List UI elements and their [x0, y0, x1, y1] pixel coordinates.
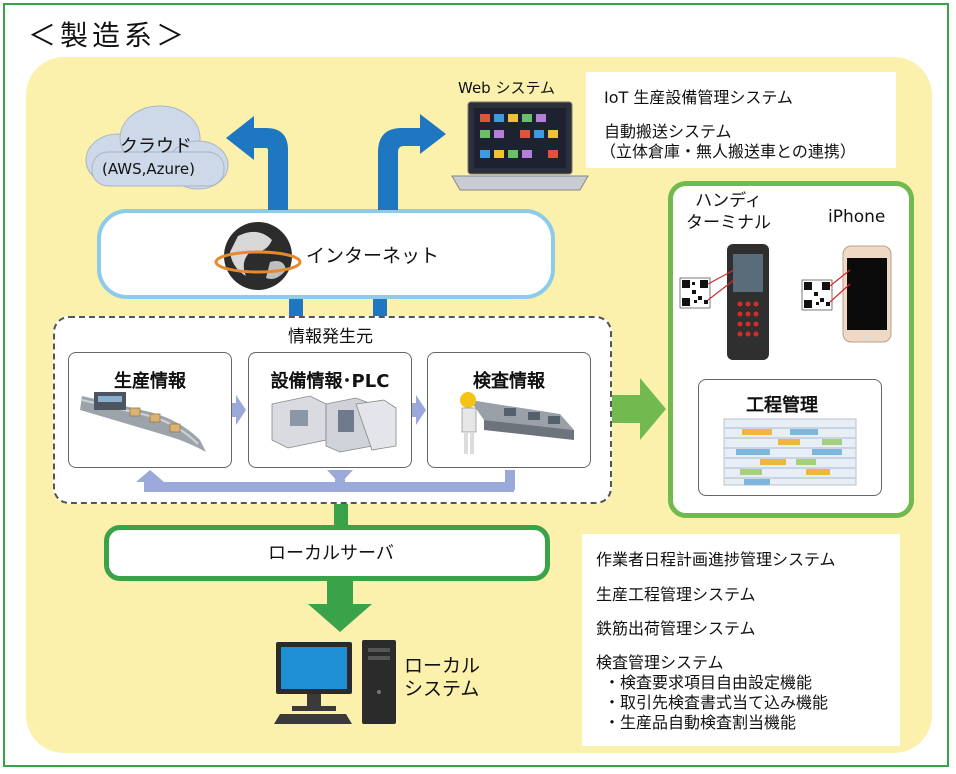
outer-frame: [3, 3, 949, 767]
web-system-label: Web システム: [458, 79, 556, 97]
internet-to-web-arrow: [378, 114, 446, 210]
source-to-server-stem: [334, 504, 348, 526]
inspection-info-label: 検査情報: [473, 371, 545, 392]
internet-to-cloud-arrow: [226, 116, 288, 210]
internet-bar: [97, 209, 555, 299]
iphone-icon: [842, 245, 892, 343]
system-subitem-2: ・取引先検査書式当て込み機能: [604, 693, 829, 712]
laptop-icon: [451, 101, 589, 191]
production-info-label: 生産情報: [114, 371, 186, 392]
qr-code-icon-right: [801, 269, 851, 311]
system-subitem-3: ・生産品自動検査割当機能: [604, 713, 797, 732]
source-to-internet-stem-right: [373, 299, 387, 316]
page-title: ＜製造系＞: [28, 19, 189, 52]
server-to-local-system-arrow: [308, 581, 372, 632]
inspection-illustration: [460, 392, 574, 454]
handy-terminal-icon: [727, 244, 769, 360]
iphone-label: iPhone: [828, 207, 886, 227]
local-system-label: ローカル システム: [404, 655, 481, 700]
iot-line-2: 自動搬送システム: [604, 122, 732, 141]
handy-terminal-label: ハンディ ターミナル: [686, 191, 771, 233]
machine-illustration: [271, 395, 397, 453]
iot-line-1: IoT 生産設備管理システム: [604, 88, 793, 107]
source-to-mobile-arrow: [612, 378, 666, 440]
equipment-info-label: 設備情報･PLC: [270, 371, 390, 392]
system-subitem-1: ・検査要求項目自由設定機能: [604, 673, 813, 692]
local-server-label: ローカルサーバ: [268, 543, 394, 564]
iot-line-3: （立体倉庫・無人搬送車との連携）: [600, 142, 856, 161]
globe-icon: [214, 222, 302, 290]
cloud-icon: [85, 105, 229, 190]
systems-list-box: 作業者日程計画進捗管理システム 生産工程管理システム 鉄筋出荷管理システム 検査…: [582, 534, 900, 746]
qr-code-icon-left: [679, 269, 735, 309]
process-mgmt-label: 工程管理: [746, 395, 818, 416]
internet-label: インターネット: [306, 245, 440, 267]
cloud-providers-label: (AWS,Azure): [102, 160, 195, 178]
feedback-arrows: [136, 470, 515, 492]
system-item-1: 作業者日程計画進捗管理システム: [596, 550, 836, 569]
iot-system-box: IoT 生産設備管理システム 自動搬送システム （立体倉庫・無人搬送車との連携）: [586, 72, 896, 168]
system-item-3: 鉄筋出荷管理システム: [596, 619, 756, 638]
local-server-bar: [104, 525, 550, 581]
cloud-label: クラウド: [120, 136, 192, 157]
system-item-4: 検査管理システム: [596, 653, 724, 672]
system-item-2: 生産工程管理システム: [596, 585, 756, 604]
conveyor-illustration: [80, 392, 206, 452]
desktop-computer-icon: [274, 640, 396, 724]
schedule-thumbnail: [723, 418, 857, 486]
info-source-title: 情報発生元: [288, 327, 373, 347]
card-flow-arrows: [232, 395, 426, 425]
source-to-internet-stem-left: [289, 299, 303, 316]
